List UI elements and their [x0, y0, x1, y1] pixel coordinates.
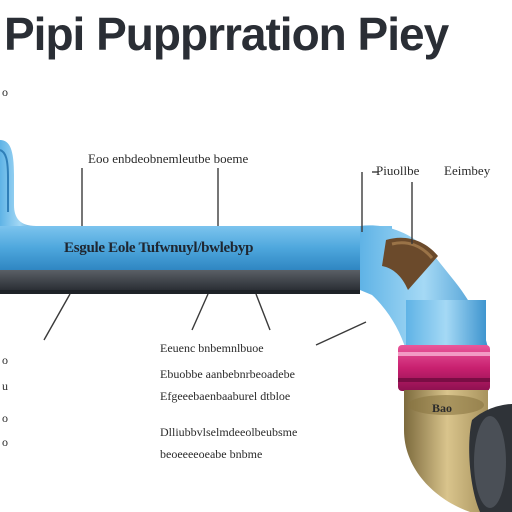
- label-right-callout-2: Eeimbey: [444, 163, 491, 178]
- diagram-title: Pipi Pupprration Piey: [4, 8, 449, 60]
- label-left-1: o: [2, 353, 8, 367]
- vertical-pipe: [406, 300, 486, 350]
- pipe-base: [0, 270, 360, 290]
- label-right-callout-1: Piuollbe: [376, 163, 420, 178]
- label-left-3: o: [2, 411, 8, 425]
- label-mid-line-2: Efgeeebaenbaaburel dtbloe: [160, 389, 291, 403]
- main-pipe: [0, 226, 392, 270]
- pink-coupling: [398, 345, 490, 391]
- leader-line-8: [315, 321, 367, 346]
- label-bottom-line-2: beoeeeeoeabe bnbme: [160, 447, 263, 461]
- leader-line-7: [255, 293, 271, 331]
- pipe-band-label: Esgule Eole Tufwnuyl/bwlebyp: [64, 240, 254, 256]
- label-mid-callout: Eeuenc bnbemnlbuoe: [160, 341, 264, 355]
- label-left-4: o: [2, 435, 8, 449]
- leader-line-5: [43, 293, 71, 341]
- label-left-top: o: [2, 85, 8, 99]
- leader-line-6: [191, 293, 209, 331]
- label-elbow: Bao: [432, 401, 453, 415]
- label-left-2: u: [2, 379, 8, 393]
- label-mid-line-1: Ebuobbe aanbebnrbeoadebe: [160, 367, 295, 381]
- label-top-callout: Eoo enbdeobnemleutbe boeme: [88, 151, 249, 166]
- label-bottom-line-1: Dlliubbvlselmdeeolbeubsme: [160, 425, 298, 439]
